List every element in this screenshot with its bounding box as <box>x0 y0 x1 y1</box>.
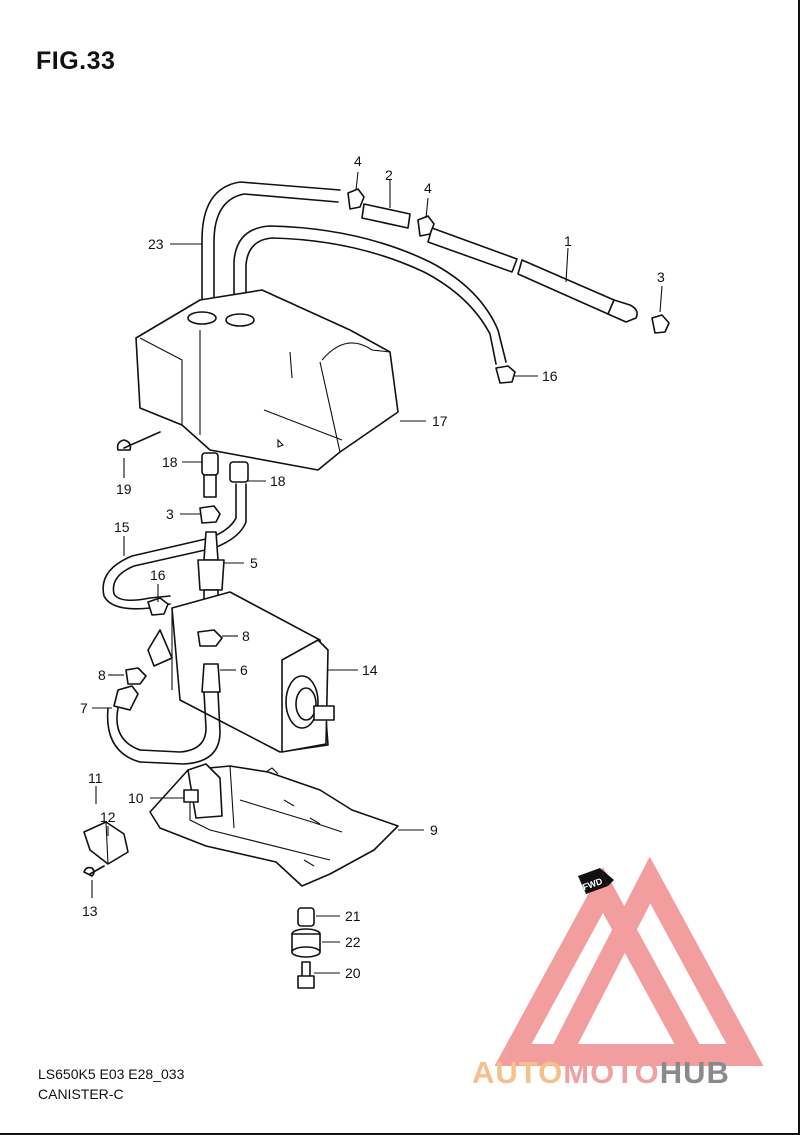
callout-17: 17 <box>432 413 448 429</box>
hose-1 <box>427 227 638 323</box>
clamp-16a-icon <box>495 365 516 384</box>
bolt-20-icon <box>297 961 315 989</box>
footer-name: CANISTER-C <box>38 1086 124 1102</box>
callout-14: 14 <box>362 662 378 678</box>
cover-17 <box>135 289 399 471</box>
callout-3b: 3 <box>166 506 174 522</box>
callout-6: 6 <box>240 662 248 678</box>
clamp-8b-icon <box>125 667 147 685</box>
callout-18a: 18 <box>162 454 178 470</box>
callout-5: 5 <box>250 555 258 571</box>
grommet-18b-icon <box>229 461 249 483</box>
watermark-part-moto: MOTO <box>563 1055 660 1090</box>
connector-5-icon <box>197 531 225 605</box>
callout-16a: 16 <box>542 368 558 384</box>
callout-8b: 8 <box>98 667 106 683</box>
clamp-3a-icon <box>651 314 670 334</box>
fwd-arrow-icon: FWD <box>578 868 614 894</box>
watermark-text: AUTOMOTOHUB <box>472 1055 730 1091</box>
screw-19-icon <box>116 431 161 451</box>
callout-15: 15 <box>114 519 130 535</box>
bracket-9 <box>149 763 399 887</box>
callout-18b: 18 <box>270 473 286 489</box>
grommet-18a-icon <box>201 452 219 498</box>
callout-13: 13 <box>82 903 98 919</box>
callout-4b: 4 <box>424 180 432 196</box>
hose-6 <box>139 663 221 765</box>
clamp-4a-icon <box>347 188 365 210</box>
callout-23: 23 <box>148 236 164 252</box>
watermark-part-hub: HUB <box>659 1055 730 1090</box>
callout-19: 19 <box>116 481 132 497</box>
hose-2 <box>361 203 411 229</box>
clamp-3b-icon <box>199 505 221 524</box>
collar-21-icon <box>297 907 315 927</box>
callout-4a: 4 <box>354 153 362 169</box>
callout-10: 10 <box>128 790 144 806</box>
grommet-22-icon <box>291 928 321 958</box>
hose-23 <box>201 181 507 365</box>
callout-1: 1 <box>564 233 572 249</box>
callout-20: 20 <box>345 965 361 981</box>
watermark-logo-icon <box>494 856 764 1066</box>
hose-7 <box>106 685 141 763</box>
leader-lines <box>91 171 663 974</box>
clip-12-icon <box>83 821 129 865</box>
callout-21: 21 <box>345 908 361 924</box>
callout-9: 9 <box>430 822 438 838</box>
callout-8a: 8 <box>242 628 250 644</box>
callout-12: 12 <box>100 809 116 825</box>
footer-code: LS650K5 E03 E28_033 <box>38 1066 185 1082</box>
callout-3a: 3 <box>657 269 665 285</box>
callout-11: 11 <box>88 770 103 786</box>
callout-2: 2 <box>385 167 393 183</box>
hose-15 <box>102 483 247 610</box>
callout-16b: 16 <box>150 567 166 583</box>
callout-22: 22 <box>345 934 361 950</box>
watermark-part-auto: AUTO <box>472 1055 564 1090</box>
screw-13-icon <box>83 865 105 877</box>
clamp-4b-icon <box>417 215 435 237</box>
callout-7: 7 <box>80 700 88 716</box>
callout-labels: 4 2 4 1 23 3 16 17 19 18 18 3 15 5 16 8 … <box>80 153 665 981</box>
clamp-8a-icon <box>197 629 223 647</box>
figure-title: FIG.33 <box>36 47 116 75</box>
